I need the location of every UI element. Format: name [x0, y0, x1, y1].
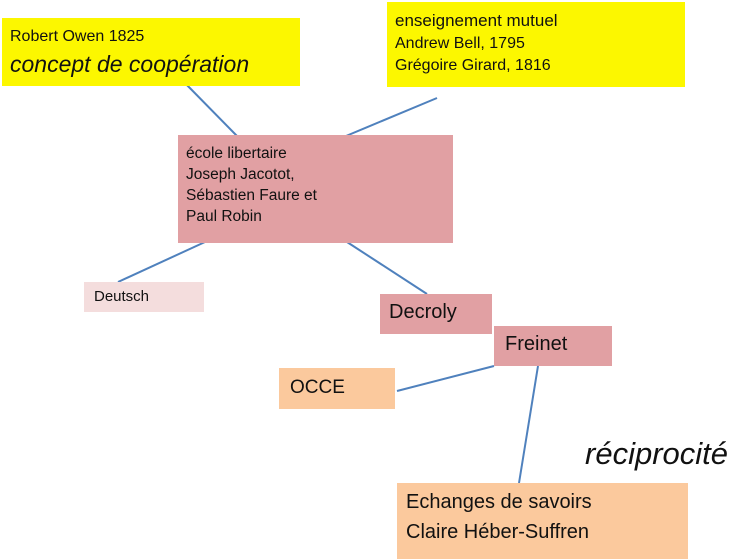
node-occe: OCCE — [279, 368, 395, 409]
edge-freinet-echanges — [518, 365, 539, 484]
node-ecole-libertaire-line-3: Sébastien Faure et — [186, 187, 317, 204]
node-echanges-de-savoirs: Echanges de savoirs Claire Héber-Suffren — [397, 483, 688, 559]
node-deutsch: Deutsch — [84, 282, 204, 312]
annotation-reciprocite: réciprocité — [585, 436, 728, 471]
node-freinet: Freinet — [494, 326, 612, 366]
edge-owen-libertaire — [181, 79, 238, 137]
node-robert-owen-line-1: Robert Owen 1825 — [10, 28, 145, 45]
node-echanges-de-savoirs-line-1: Echanges de savoirs — [406, 491, 592, 513]
node-decroly: Decroly — [380, 294, 492, 334]
node-ecole-libertaire: école libertaire Joseph Jacotot, Sébasti… — [178, 135, 453, 243]
node-echanges-de-savoirs-line-2: Claire Héber-Suffren — [406, 521, 590, 543]
edge-freinet-occe — [396, 365, 495, 392]
edge-libertaire-deutsch — [117, 241, 206, 283]
node-enseignement-mutuel: enseignement mutuel Andrew Bell, 1795 Gr… — [387, 2, 685, 87]
node-ecole-libertaire-line-2: Joseph Jacotot, — [186, 166, 295, 183]
node-robert-owen-line-2: concept de coopération — [10, 51, 250, 77]
edge-mutuel-libertaire — [345, 97, 438, 137]
node-enseignement-mutuel-line-1: enseignement mutuel — [395, 11, 558, 30]
node-enseignement-mutuel-line-3: Grégoire Girard, 1816 — [395, 57, 551, 74]
node-enseignement-mutuel-line-2: Andrew Bell, 1795 — [395, 35, 525, 52]
node-ecole-libertaire-line-1: école libertaire — [186, 145, 287, 162]
node-robert-owen: Robert Owen 1825 concept de coopération — [2, 18, 300, 86]
edge-libertaire-decroly — [346, 241, 428, 295]
node-ecole-libertaire-line-4: Paul Robin — [186, 208, 262, 225]
